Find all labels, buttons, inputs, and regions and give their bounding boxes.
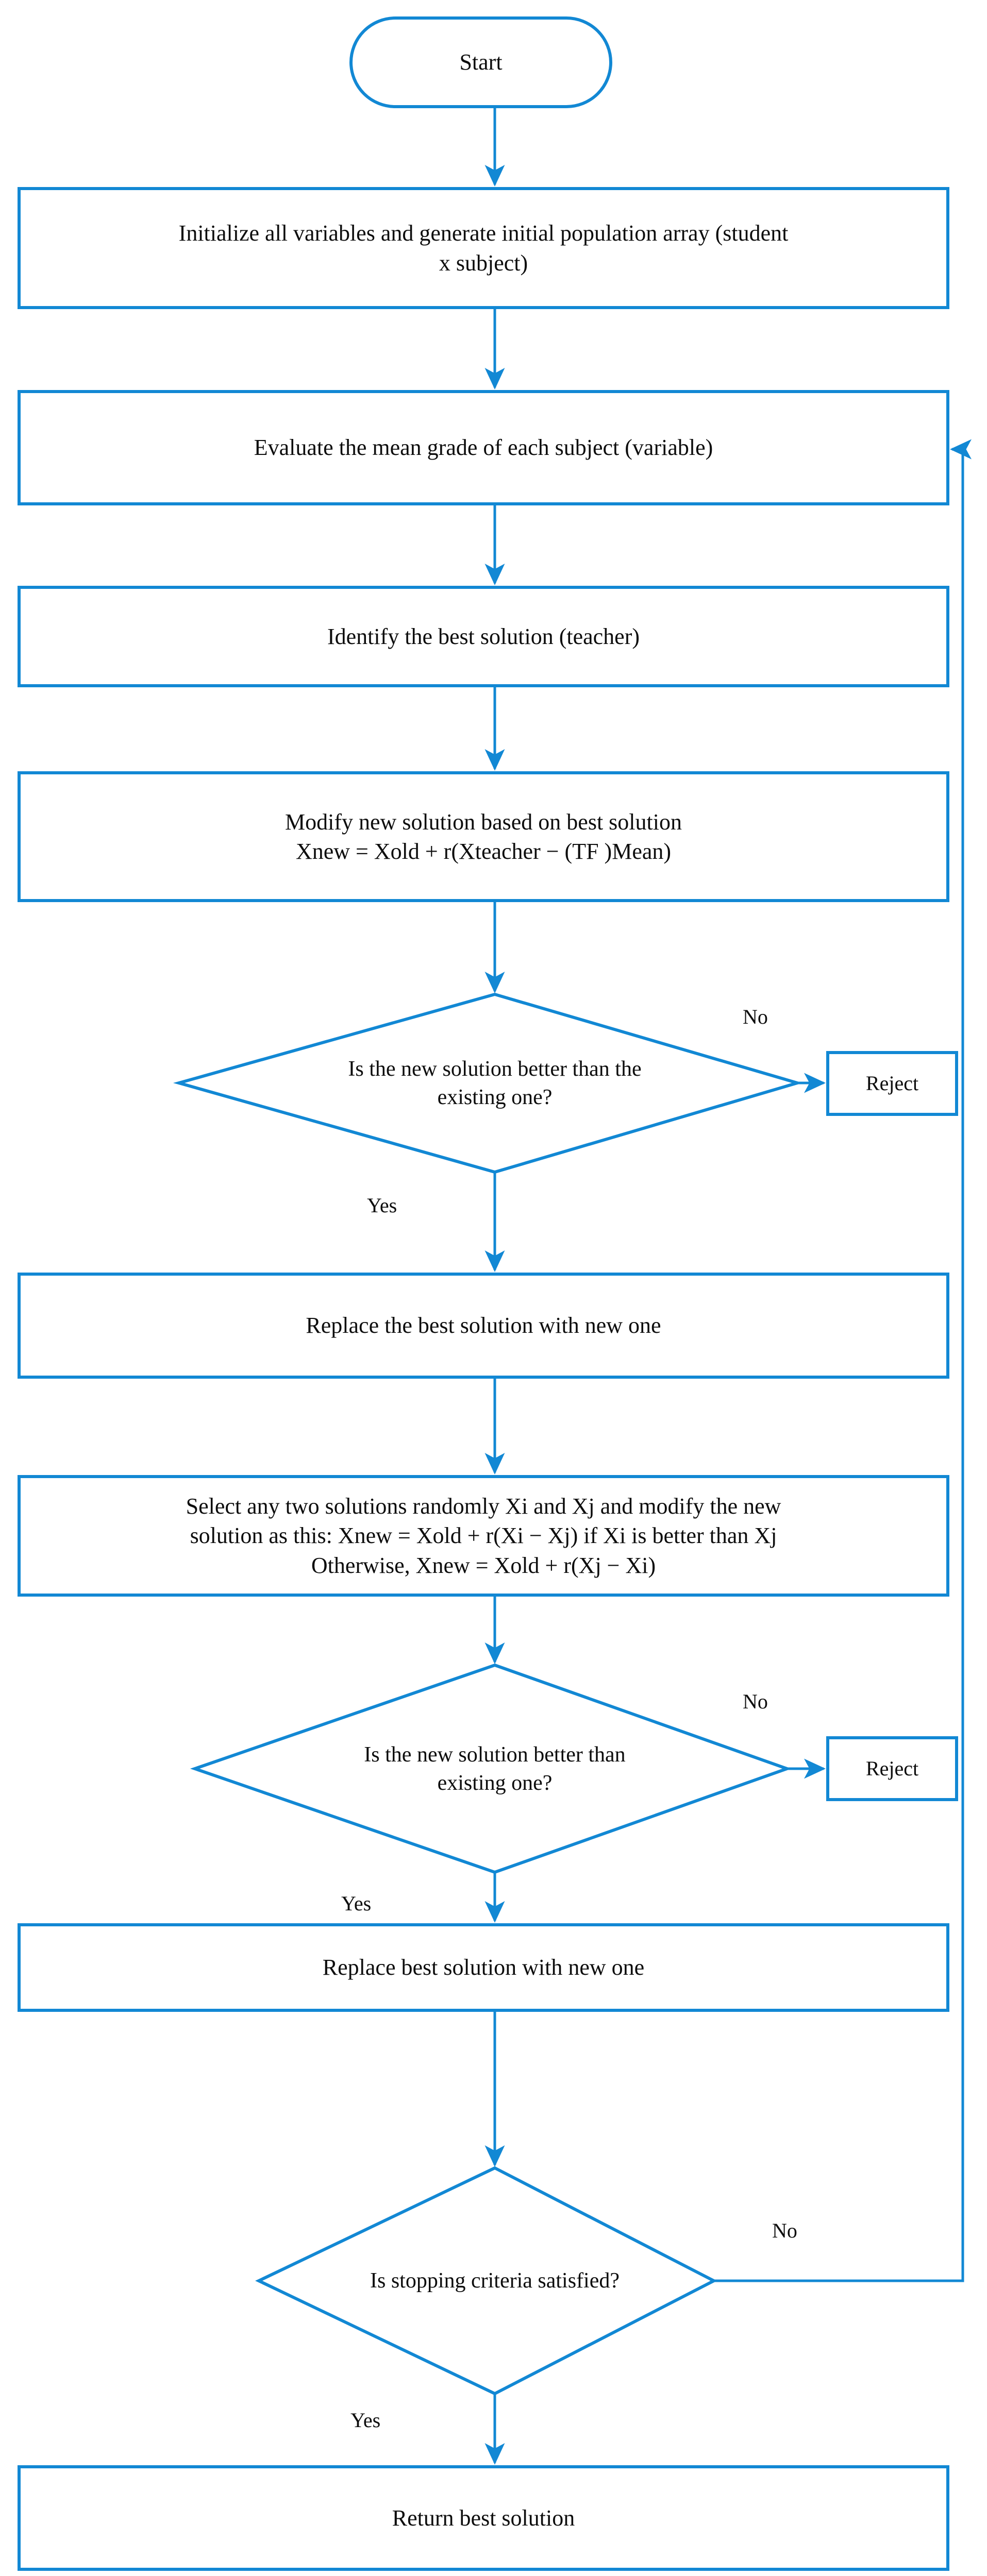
- shape-evaluate-mean: [18, 390, 949, 505]
- edge-label-stop-no: No: [772, 2219, 797, 2242]
- shape-identify-best: [18, 586, 949, 687]
- connector-feedback-loop-to-evaluate: [714, 439, 972, 2282]
- shape-return-best: [18, 2465, 949, 2571]
- edge-label-stop-yes: Yes: [350, 2409, 381, 2432]
- shape-reject-teacher: [826, 1051, 958, 1116]
- shape-replace-teacher: [18, 1273, 949, 1379]
- edge-label-teacher-yes: Yes: [367, 1194, 397, 1217]
- shape-decision-learner: [190, 1663, 792, 1874]
- shape-modify-teacher: [18, 771, 949, 902]
- shape-start: [349, 16, 612, 108]
- shape-select-two: [18, 1475, 949, 1597]
- shape-initialize: [18, 187, 949, 309]
- shape-decision-stop: [255, 2166, 717, 2396]
- shape-replace-learner: [18, 1923, 949, 2012]
- edge-label-learner-yes: Yes: [341, 1892, 372, 1915]
- edge-label-teacher-no: No: [743, 1005, 768, 1028]
- shape-reject-learner: [826, 1736, 958, 1801]
- edge-label-learner-no: No: [743, 1690, 768, 1713]
- shape-decision-teacher: [173, 992, 803, 1174]
